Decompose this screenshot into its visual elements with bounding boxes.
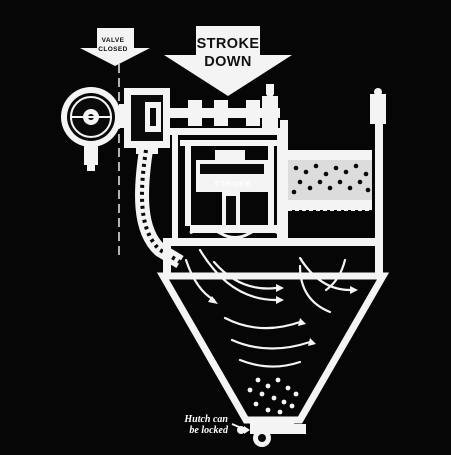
valve-closed-arrow [80, 28, 150, 66]
jig-tank [156, 88, 390, 424]
stroke-down-arrow [164, 26, 292, 96]
hutch-note: Hutch can be locked [160, 414, 228, 436]
hutch-valve [231, 420, 306, 447]
hutch-particles [247, 377, 299, 415]
valve-housing [119, 88, 170, 154]
valve-wheel [61, 87, 121, 171]
hutch-note-line2: be locked [189, 425, 228, 436]
water-flow-arrows [184, 248, 352, 368]
water-hose [135, 148, 184, 269]
flow-arrowheads [208, 284, 358, 346]
piston-stroke-label: STROKE [214, 179, 252, 188]
screen-bed [288, 150, 372, 211]
hutch-note-line1: Hutch can [184, 414, 228, 425]
plunger-assembly [180, 140, 279, 239]
